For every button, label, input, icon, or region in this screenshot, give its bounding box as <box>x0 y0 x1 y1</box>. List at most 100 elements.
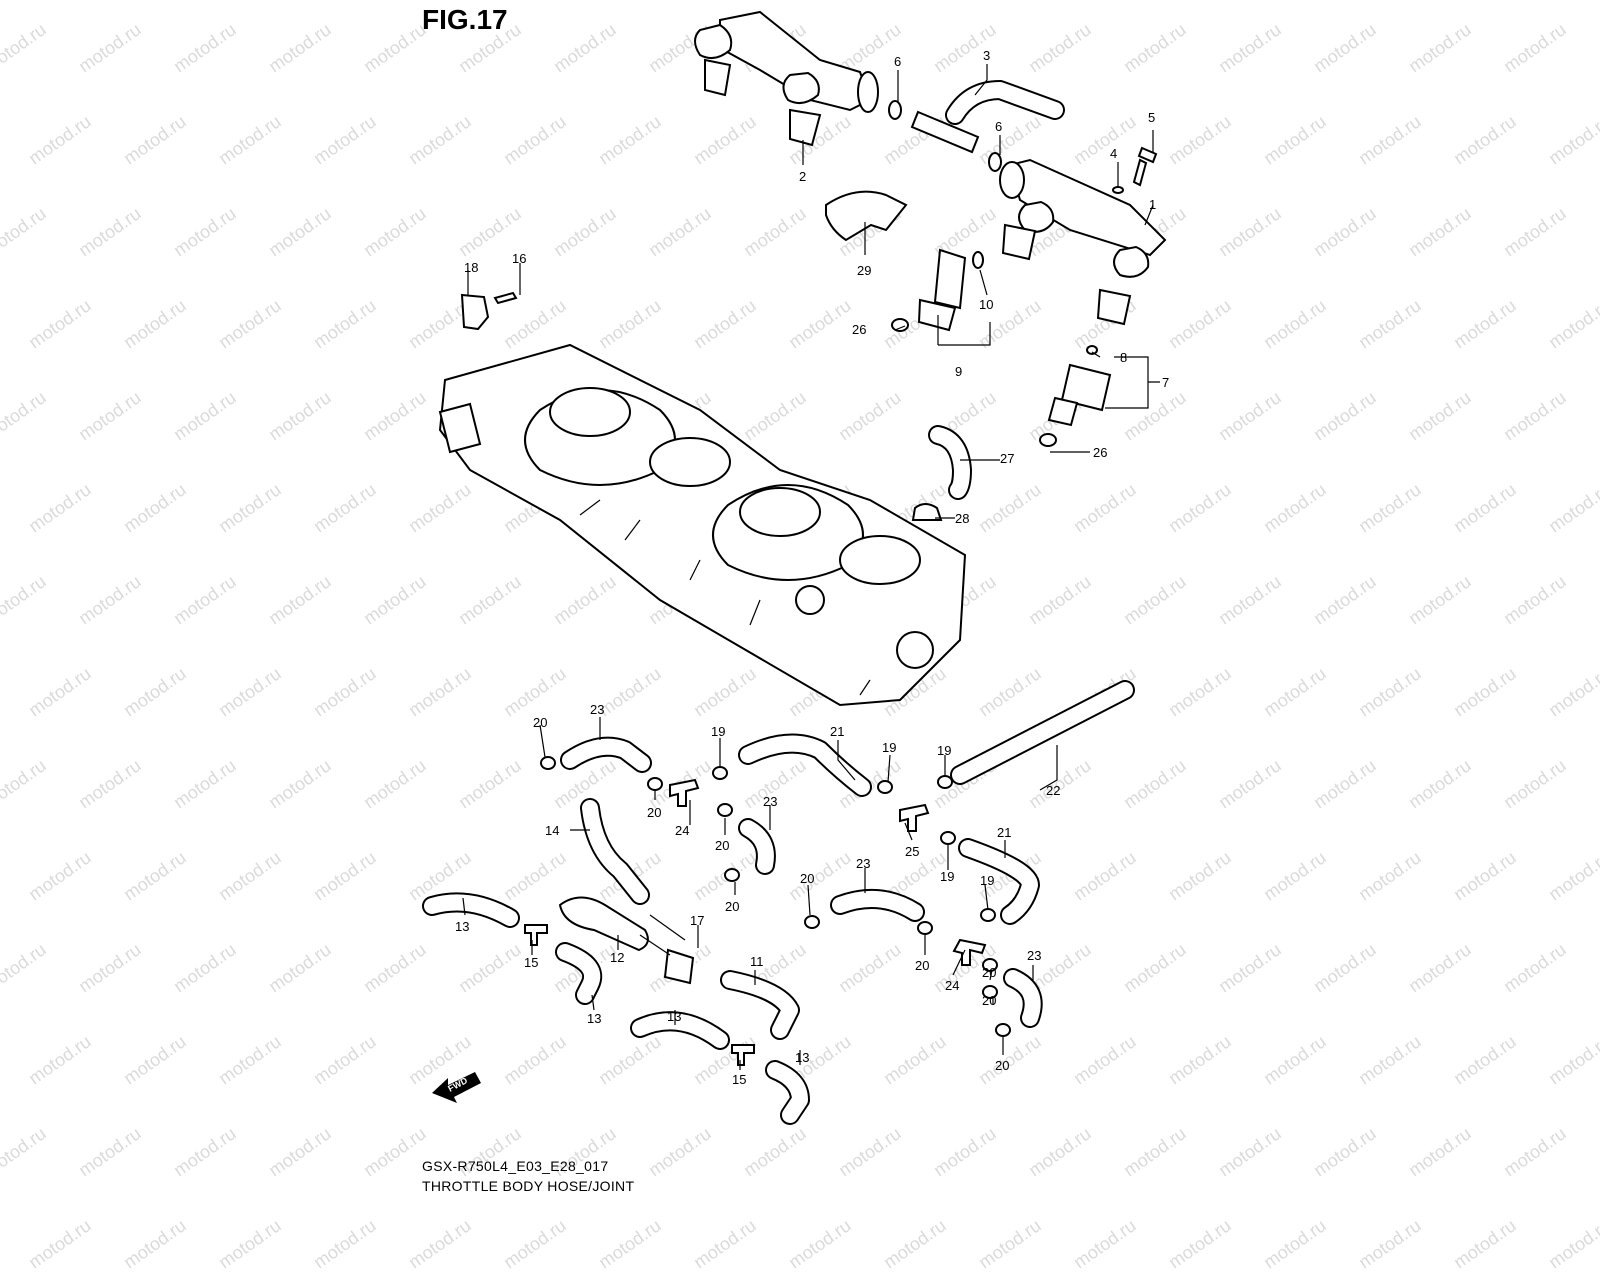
callout-15-a: 15 <box>524 955 538 970</box>
callout-20-g: 20 <box>982 993 996 1008</box>
callout-19-c: 19 <box>937 743 951 758</box>
throttle-body <box>438 343 967 707</box>
hose-23c <box>830 888 925 922</box>
callout-20-c: 20 <box>715 838 729 853</box>
fuel-rail-2 <box>694 10 879 147</box>
callout-20-a: 20 <box>533 715 547 730</box>
figure-title: FIG.17 <box>422 4 508 35</box>
callout-11: 11 <box>750 954 764 969</box>
callout-17: 17 <box>690 913 704 928</box>
callout-7: 7 <box>1162 375 1169 390</box>
watermark-text: motod.ru <box>310 1215 380 1273</box>
callout-13-b: 13 <box>587 1011 601 1026</box>
callout-13-c: 13 <box>667 1009 681 1024</box>
callout-6-lower: 6 <box>995 119 1002 134</box>
hose-23b <box>738 818 776 875</box>
hose-13d <box>765 1060 810 1125</box>
callout-19-d: 19 <box>940 869 954 884</box>
callout-20-h: 20 <box>995 1058 1009 1073</box>
injector-9 <box>891 248 984 332</box>
watermark-text: motod.ru <box>1070 1215 1140 1273</box>
callout-20-f: 20 <box>915 958 929 973</box>
watermark-text: motod.ru <box>120 1215 190 1273</box>
watermark-text: motod.ru <box>1260 1215 1330 1273</box>
callout-26-b: 26 <box>1093 445 1107 460</box>
watermark-text: motod.ru <box>215 1215 285 1273</box>
watermark-text: motod.ru <box>880 1215 950 1273</box>
callout-12: 12 <box>610 950 624 965</box>
hose-11 <box>720 970 800 1040</box>
callout-24-a: 24 <box>675 823 689 838</box>
bolt-5 <box>1112 146 1158 194</box>
watermark-text: motod.ru <box>1545 1215 1600 1273</box>
hose-12 <box>558 896 649 952</box>
hose-23d <box>1003 968 1043 1028</box>
callout-23-a: 23 <box>590 702 604 717</box>
watermark-text: motod.ru <box>1165 1215 1235 1273</box>
parts-diagram: FIG.17 motod.ru motod.ru motod.ru motod.ru m… <box>0 4 1600 1272</box>
callout-23-b: 23 <box>763 794 777 809</box>
callout-14: 14 <box>545 823 559 838</box>
fuel-rail-1 <box>999 158 1167 326</box>
callout-20-b: 20 <box>647 805 661 820</box>
callout-29: 29 <box>857 263 871 278</box>
callout-24-b: 24 <box>945 978 959 993</box>
callout-28: 28 <box>955 511 969 526</box>
callout-20-d: 20 <box>725 899 739 914</box>
hose-27 <box>928 425 972 500</box>
callout-13-a: 13 <box>455 919 469 934</box>
hose-22 <box>950 680 1135 785</box>
figure-name: THROTTLE BODY HOSE/JOINT <box>422 1178 635 1194</box>
callout-20-e: 20 <box>800 871 814 886</box>
callout-25: 25 <box>905 844 919 859</box>
watermark-text: motod.ru <box>405 1215 475 1273</box>
watermark-text: motod.ru <box>25 1215 95 1273</box>
hose-23a <box>560 736 652 773</box>
hose-13a <box>422 892 520 928</box>
watermark-text: motod.ru <box>1355 1215 1425 1273</box>
hose-21b <box>958 838 1040 925</box>
callout-6-upper: 6 <box>894 54 901 69</box>
fwd-arrow-icon: FWD <box>432 1072 481 1103</box>
watermark-text: motod.ru <box>1450 1215 1520 1273</box>
watermark-text: motod.ru <box>595 1215 665 1273</box>
hose-13c <box>630 1011 730 1050</box>
clamps-20 <box>540 756 1011 1037</box>
callout-1: 1 <box>1149 197 1156 212</box>
callout-4: 4 <box>1110 146 1117 161</box>
joints <box>524 778 987 1066</box>
hose-21a <box>738 733 872 797</box>
callout-26-a: 26 <box>852 322 866 337</box>
callout-8: 8 <box>1120 350 1127 365</box>
fuel-joint <box>888 100 1002 172</box>
callout-19-b: 19 <box>882 740 896 755</box>
callout-10: 10 <box>979 297 993 312</box>
callout-23-d: 23 <box>1027 948 1041 963</box>
callout-9: 9 <box>955 364 962 379</box>
hose-14 <box>580 798 650 905</box>
watermark-text: motod.ru <box>690 1215 760 1273</box>
leader-lines <box>462 64 1160 1070</box>
valve-17 <box>639 914 695 985</box>
watermark-text: motod.ru <box>785 1215 855 1273</box>
callout-19-e: 19 <box>980 873 994 888</box>
exploded-view: FWD 1 2 3 4 5 6 6 7 8 9 10 11 12 13 13 1… <box>422 10 1169 1125</box>
callout-23-c: 23 <box>856 856 870 871</box>
callout-18: 18 <box>464 260 478 275</box>
sensor-18 <box>460 291 518 331</box>
clamp-29 <box>825 190 908 242</box>
fuel-pipe-3 <box>945 80 1065 125</box>
callout-20-i: 20 <box>982 965 996 980</box>
callout-16: 16 <box>512 251 526 266</box>
callout-15-b: 15 <box>732 1072 746 1087</box>
callout-3: 3 <box>983 48 990 63</box>
callout-labels: 1 2 3 4 5 6 6 7 8 9 10 11 12 13 13 13 13… <box>455 48 1169 1087</box>
callout-2: 2 <box>799 169 806 184</box>
hose-13b <box>555 942 603 1005</box>
callout-19-a: 19 <box>711 724 725 739</box>
callout-21-a: 21 <box>830 724 844 739</box>
injector-7 <box>1039 345 1112 447</box>
callout-21-b: 21 <box>997 825 1011 840</box>
watermark-text: motod.ru <box>975 1215 1045 1273</box>
callout-13-d: 13 <box>795 1050 809 1065</box>
